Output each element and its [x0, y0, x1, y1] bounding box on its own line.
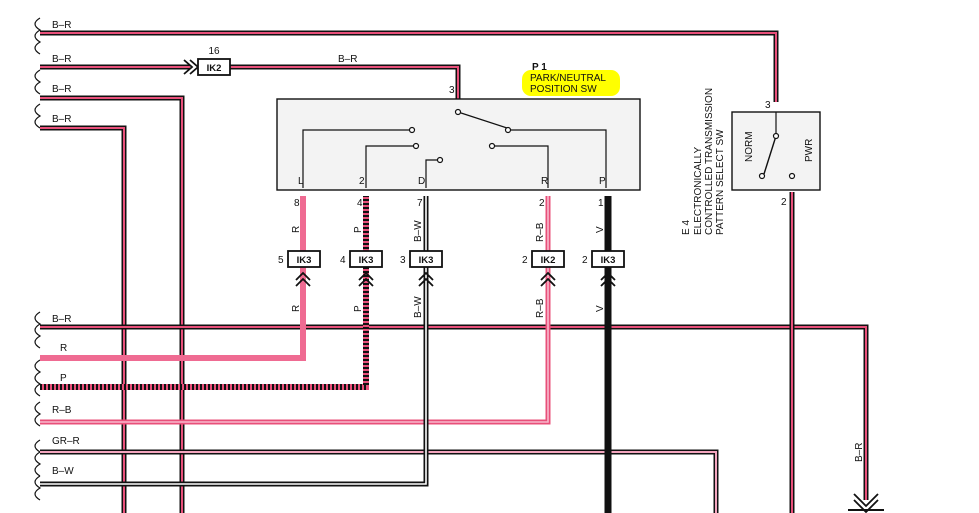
position-label: 2 [359, 176, 365, 187]
pin-number: 2 [539, 198, 545, 209]
pattern-select-switch: NORM PWR 3 2 E 4 ELECTRONICALLY CONTROLL… [681, 88, 821, 235]
norm-label: NORM [744, 131, 755, 162]
wire-label: GR–R [52, 436, 80, 447]
switch-name-line1: ELECTRONICALLY [693, 146, 704, 235]
wire-b-r-through-ik2 [40, 64, 461, 110]
wire-label: P [353, 305, 364, 312]
pin-number: 2 [781, 197, 787, 208]
connector-ik3-p: IK3 2 [582, 250, 625, 287]
connector-ik3-d: IK3 3 [400, 250, 443, 287]
switch-terminal [772, 132, 780, 140]
wire-label: B–W [413, 296, 424, 318]
pin-number: 1 [598, 198, 604, 209]
switch-name-line2: CONTROLLED TRANSMISSION [704, 88, 715, 235]
title-highlight [522, 70, 620, 96]
wire-label: V [595, 305, 606, 312]
wire-b-r-to-ground [40, 324, 869, 500]
connector-pin: 3 [400, 255, 406, 266]
connector-pin: 5 [278, 255, 284, 266]
switch-name-line3: PATTERN SELECT SW [715, 129, 726, 235]
connector-label: IK3 [359, 255, 374, 266]
switch-contacts [302, 111, 607, 188]
wire-label: R [60, 343, 67, 354]
top-connector-ik2: IK2 16 B–R [183, 46, 357, 76]
vertical-wire-labels: R P B–W R–B V R P B–W R–B V [291, 220, 606, 318]
position-label: P [599, 176, 606, 187]
switch-code: P 1 [532, 62, 547, 73]
pin-number: 3 [765, 100, 771, 111]
connector-label: IK3 [601, 255, 616, 266]
connector-pin: 2 [582, 255, 588, 266]
wire-top-b-r-to-pattern-switch [40, 30, 779, 102]
park-neutral-switch: 3 L 2 D R P 8 4 7 2 1 P 1 PARK/NEUTRAL P… [276, 62, 641, 209]
switch-terminal [788, 172, 796, 180]
switch-name-line1: PARK/NEUTRAL [530, 73, 606, 84]
connector-label: IK2 [541, 255, 556, 266]
wire-label: B–R [52, 314, 71, 325]
wire-label: B–R [52, 114, 71, 125]
wire-label: R–B [52, 405, 72, 416]
switch-name-line2: POSITION SW [530, 84, 597, 95]
wire-label: R [291, 226, 302, 233]
wire-label: B–R [52, 20, 71, 31]
pin-number: 7 [417, 198, 423, 209]
pin-number: 8 [294, 198, 300, 209]
wire-label: B–R [854, 443, 865, 462]
connector-ik3-l: IK3 5 [278, 250, 321, 287]
wire-label: B–W [52, 466, 74, 477]
connector-ik3-2: IK3 4 [340, 250, 383, 287]
wire-label: B–R [52, 54, 71, 65]
wire-label: B–R [338, 54, 357, 65]
wire-r-l-position [40, 196, 306, 361]
wire-label: B–W [413, 220, 424, 242]
position-label: L [298, 176, 304, 187]
connector-pin: 4 [340, 255, 346, 266]
connector-pin: 2 [522, 255, 528, 266]
wire-label: P [353, 226, 364, 233]
switch-code: E 4 [681, 220, 692, 235]
wire-label: R [291, 305, 302, 312]
wire-r-b-r-position [40, 196, 551, 425]
connector-row: IK3 5 IK3 4 IK3 3 IK2 2 IK3 2 [278, 250, 625, 287]
wire-gr-r [40, 449, 719, 513]
left-break-marks [34, 17, 42, 501]
connector-label: IK2 [207, 63, 222, 74]
pin-number: 4 [357, 198, 363, 209]
wire-label: R–B [535, 298, 546, 318]
switch-terminals [408, 108, 512, 164]
wire-b-r-drop-1 [40, 95, 185, 513]
connector-label: IK3 [297, 255, 312, 266]
pwr-label: PWR [804, 139, 815, 162]
wire-label: P [60, 373, 67, 384]
input-pin: 3 [449, 85, 455, 96]
wire-b-w-d-position [40, 196, 429, 487]
connector-label: IK3 [419, 255, 434, 266]
wire-label: V [595, 226, 606, 233]
left-wire-labels: B–R B–R B–R B–R B–R R P R–B GR–R B–W [52, 20, 80, 477]
connector-ik2-r: IK2 2 [522, 250, 565, 287]
ground-symbol: B–R [848, 443, 884, 513]
wire-label: B–R [52, 84, 71, 95]
switch-terminal [758, 172, 766, 180]
wire-label: R–B [535, 222, 546, 242]
position-label: R [541, 176, 548, 187]
connector-pin: 16 [208, 46, 220, 57]
position-label: D [418, 176, 425, 187]
